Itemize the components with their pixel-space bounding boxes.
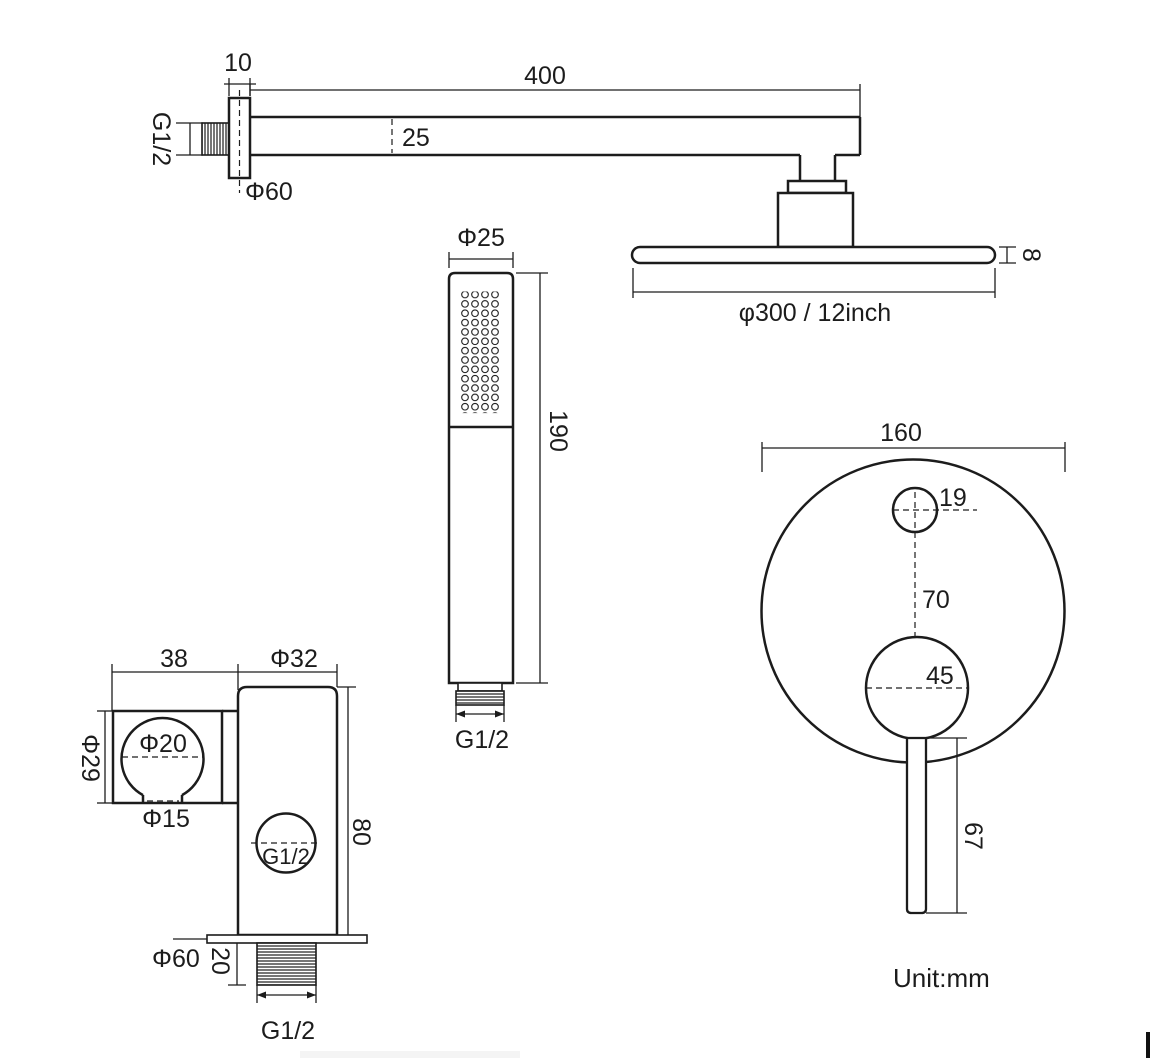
- dim-label-head-thickness: 8: [1017, 248, 1045, 262]
- dim-label-thread-length: 20: [206, 947, 234, 975]
- outlet-holder-view: 38 Φ32 Φ20 Φ15 Φ29 G1/2 80 Φ60: [76, 645, 375, 1045]
- dim-label-bottom-thread: G1/2: [261, 1017, 315, 1045]
- head-connector-block: [776, 191, 855, 249]
- scan-artifact: [300, 1051, 520, 1058]
- shower-arm-view: G1/2 10 Φ60 400 25: [147, 49, 862, 249]
- dim-label-arm-height: 25: [402, 124, 430, 152]
- dim-label-knob-diameter: 45: [926, 662, 954, 690]
- head-connector-collar: [786, 179, 848, 195]
- dim-label-head-diameter: φ300 / 12inch: [739, 299, 891, 327]
- dim-label-holder-depth: 38: [160, 645, 188, 673]
- dim-label-outlet-escutcheon: Φ60: [152, 945, 200, 973]
- head-connector-neck: [798, 155, 837, 181]
- dim-label-hole-distance: 70: [922, 586, 950, 614]
- wand-tail-step: [457, 682, 503, 692]
- dim-label-wand-length: 190: [544, 410, 572, 452]
- hand-shower-view: Φ25 G1/2 190: [447, 224, 572, 754]
- dim-label-ring-outer: Φ29: [76, 734, 104, 782]
- scan-artifact-edge: [1146, 1032, 1150, 1058]
- outlet-escutcheon: [206, 934, 368, 944]
- arm-wall-thread: [201, 122, 230, 156]
- unit-note: Unit:mm: [893, 963, 990, 993]
- dim-label-handle-length: 67: [959, 822, 987, 850]
- dim-label-ring-opening: Φ15: [142, 805, 190, 833]
- dim-label-ring-inner: Φ20: [139, 730, 187, 758]
- mixer-valve-view: 160 19 70 45 67: [760, 419, 1066, 915]
- dim-label-arm-escutcheon: Φ60: [245, 178, 293, 206]
- overhead-shower-view: 8 φ300 / 12inch: [630, 245, 1045, 327]
- dim-label-plate-diameter: 160: [880, 419, 922, 447]
- outlet-thread: [256, 942, 317, 986]
- dim-label-arm-wall-thread: G1/2: [147, 112, 175, 166]
- dim-label-body-height: 80: [347, 818, 375, 846]
- dim-label-wand-thread: G1/2: [455, 726, 509, 754]
- outlet-body: [236, 685, 339, 937]
- dim-label-side-thread: G1/2: [262, 844, 310, 869]
- nozzle-grid: [461, 291, 501, 414]
- dim-label-wand-diameter: Φ25: [457, 224, 505, 252]
- dim-label-body-diameter: Φ32: [270, 645, 318, 673]
- dim-label-flange-width: 10: [224, 49, 252, 77]
- dim-label-diverter-hole: 19: [939, 484, 967, 512]
- shower-head-disc: [630, 245, 997, 265]
- wand-thread: [455, 690, 505, 706]
- dim-label-arm-length: 400: [524, 62, 566, 90]
- mixer-lever-handle: [905, 736, 928, 915]
- arm-wall-flange: [227, 96, 252, 180]
- holder-neck: [222, 709, 238, 805]
